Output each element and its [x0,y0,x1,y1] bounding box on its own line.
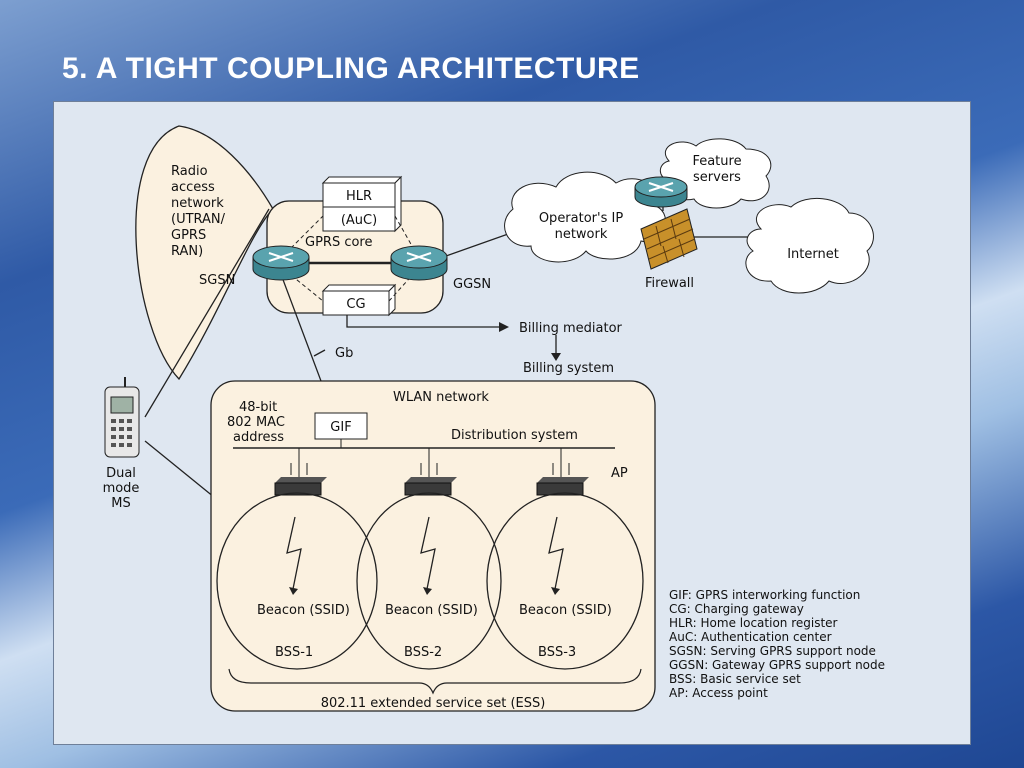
ran-label-line: GPRS [171,228,206,243]
dual-mode-label: mode [103,481,140,496]
operator-label: Operator's IP [539,211,624,226]
ap-device-icon [404,463,457,496]
feature-label: Feature [692,154,741,169]
gprs-core-label: GPRS core [305,235,373,250]
mac-label: 48-bit [239,400,277,415]
ap-label: AP [611,466,628,481]
legend: GIF: GPRS interworking function CG: Char… [669,588,885,700]
billing-mediator-label: Billing mediator [519,321,623,336]
auc-label: (AuC) [341,213,377,228]
firewall-icon [640,208,698,270]
beacon-label: Beacon (SSID) [385,603,478,618]
legend-item: CG: Charging gateway [669,602,804,616]
mobile-phone-icon [104,377,140,458]
ggsn-label: GGSN [453,277,491,292]
ran-label-line: Radio [171,164,208,179]
legend-item: HLR: Home location register [669,616,838,630]
ran-label-line: (UTRAN/ [171,212,226,227]
ran-label-line: access [171,180,215,195]
sgsn-label: SGSN [199,273,235,288]
cg-label: CG [346,297,365,312]
slide-title: 5. A TIGHT COUPLING ARCHITECTURE [62,52,640,85]
hlr-label: HLR [346,189,372,204]
billing-down-arrow [551,353,561,361]
bss-coverage [486,492,644,670]
beacon-label: Beacon (SSID) [257,603,350,618]
beacon-arrowheads [289,587,560,595]
sgsn-router-icon [252,245,310,281]
operator-label: network [555,227,608,242]
beacon-signal-icons [286,516,564,590]
ap-links [298,448,562,479]
legend-item: AP: Access point [669,686,768,700]
dual-mode-label: MS [111,496,130,511]
diagram-panel: Radio access network (UTRAN/ GPRS RAN) G… [53,101,971,745]
architecture-diagram: Radio access network (UTRAN/ GPRS RAN) G… [103,125,885,712]
beacon-label: Beacon (SSID) [519,603,612,618]
firewall-label: Firewall [645,276,694,291]
billing-system-label: Billing system [523,361,614,376]
ap-device-icon [536,463,589,496]
ap-device-icon [274,463,327,496]
legend-item: SGSN: Serving GPRS support node [669,644,876,658]
bss-label: BSS-2 [404,645,442,660]
wlan-label: WLAN network [393,390,489,405]
internet-cloud [745,197,874,294]
mac-label: 802 MAC [227,415,285,430]
bss-label: BSS-1 [275,645,313,660]
bss-coverage [216,492,378,670]
ran-label: Radio access network (UTRAN/ GPRS RAN) [171,164,226,259]
distribution-label: Distribution system [451,428,578,443]
legend-item: GIF: GPRS interworking function [669,588,860,602]
gb-label: Gb [335,346,353,361]
gif-box [314,412,368,440]
mac-label: address [233,430,284,445]
ran-region [135,125,274,381]
bss-coverage [356,492,502,670]
gif-label: GIF [330,420,351,435]
bss-label: BSS-3 [538,645,576,660]
legend-item: AuC: Authentication center [669,630,832,644]
ran-label-line: RAN) [171,244,203,259]
hlr-box: HLR (AuC) [321,175,403,233]
ran-label-line: network [171,196,224,211]
cg-box: CG [321,283,397,317]
ess-brace [228,668,642,695]
feature-router-icon [634,176,688,208]
legend-item: GGSN: Gateway GPRS support node [669,658,885,672]
ess-label: 802.11 extended service set (ESS) [321,696,546,711]
legend-item: BSS: Basic service set [669,672,801,686]
dual-mode-label: Dual [106,466,136,481]
wlan-network-region [210,380,656,712]
ggsn-router-icon [390,245,448,281]
internet-label: Internet [787,247,839,262]
billing-arrow [499,322,509,332]
feature-label: servers [693,170,741,185]
